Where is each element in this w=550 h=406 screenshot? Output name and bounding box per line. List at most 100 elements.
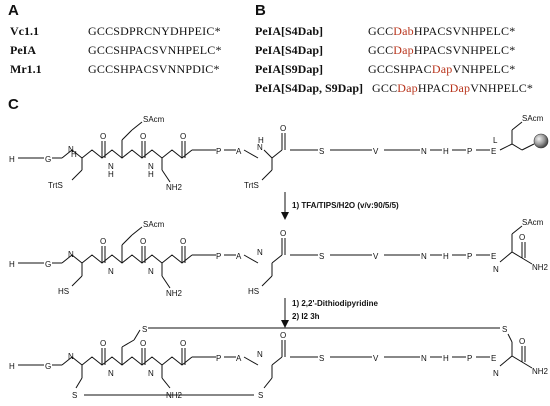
svg-text:NH2: NH2 <box>166 289 183 298</box>
sequence-segment: VNHPELC* <box>452 62 516 76</box>
svg-text:O: O <box>140 339 146 348</box>
structure-cyclized-labels: H G N O N O N O S S NH2 P A N O S S V N … <box>9 325 549 400</box>
svg-text:TrtS: TrtS <box>48 181 63 190</box>
svg-text:N: N <box>68 352 74 361</box>
seq-vc11: GCCSDPRCNYDHPEIC* <box>88 24 221 38</box>
svg-text:N: N <box>421 147 427 156</box>
svg-text:N: N <box>108 369 114 378</box>
seq-mr11: GCCSHPACSVNNPDIC* <box>88 62 220 76</box>
svg-text:H: H <box>9 362 15 371</box>
seq-name-s4dap: PeIA[S4Dap] <box>255 43 323 57</box>
svg-text:H: H <box>71 150 77 159</box>
svg-text:S: S <box>319 252 324 261</box>
seq-s9dap: GCCSHPACDapVNHPELC* <box>368 62 515 77</box>
sequence-segment: GCC <box>368 24 394 38</box>
svg-text:N: N <box>108 162 114 171</box>
svg-text:H: H <box>9 260 15 269</box>
seq-name-s4dab: PeIA[S4Dab] <box>255 24 323 38</box>
svg-text:O: O <box>100 237 106 246</box>
svg-text:P: P <box>467 147 472 156</box>
svg-text:G: G <box>45 155 51 164</box>
panel-b-label: B <box>255 2 266 19</box>
svg-text:O: O <box>180 132 186 141</box>
modified-residue: Dap <box>393 43 414 57</box>
svg-text:H: H <box>443 252 449 261</box>
svg-text:HS: HS <box>58 287 69 296</box>
sequence-segment: VNHPELC* <box>470 81 534 95</box>
modified-residue: Dab <box>393 24 414 38</box>
svg-text:N: N <box>257 143 263 152</box>
svg-text:P: P <box>216 147 221 156</box>
svg-text:N: N <box>257 248 263 257</box>
svg-text:E: E <box>491 252 496 261</box>
svg-text:NH2: NH2 <box>166 183 183 192</box>
svg-text:NH2: NH2 <box>166 391 183 400</box>
svg-text:N: N <box>148 369 154 378</box>
seq-name-s4dap-s9dap: PeIA[S4Dap, S9Dap] <box>255 81 364 95</box>
svg-text:L: L <box>493 136 498 145</box>
sequence-segment: GCC <box>368 43 394 57</box>
svg-text:N: N <box>421 252 427 261</box>
seq-name-mr11: Mr1.1 <box>10 62 42 76</box>
step2-conditions-b: 2) I2 3h <box>292 312 320 321</box>
svg-text:O: O <box>519 233 525 242</box>
seq-peia: GCCSHPACSVNHPELC* <box>88 43 222 57</box>
svg-text:A: A <box>236 252 242 261</box>
svg-text:N: N <box>68 250 74 259</box>
resin-bead-icon <box>533 133 549 149</box>
sequence-segment: GCCSHPAC <box>368 62 432 76</box>
step1-conditions: 1) TFA/TIPS/H2O (v/v:90/5/5) <box>292 201 399 210</box>
svg-text:S: S <box>72 391 77 400</box>
svg-text:O: O <box>519 337 525 346</box>
svg-text:G: G <box>45 260 51 269</box>
svg-text:V: V <box>373 147 379 156</box>
svg-text:V: V <box>373 354 379 363</box>
svg-text:N: N <box>108 267 114 276</box>
svg-text:S: S <box>502 325 507 334</box>
structure-intermediate-labels: H G N O N O N O SAcm HS NH2 P A N O HS S… <box>9 218 549 298</box>
seq-s4dab: GCCDabHPACSVNHPELC* <box>368 24 515 39</box>
svg-text:O: O <box>180 339 186 348</box>
svg-text:G: G <box>45 362 51 371</box>
svg-text:H: H <box>443 147 449 156</box>
svg-text:N: N <box>148 267 154 276</box>
svg-text:N: N <box>493 265 499 274</box>
sequence-segment: HPAC <box>417 81 450 95</box>
panel-a-label: A <box>8 2 19 19</box>
svg-text:P: P <box>467 252 472 261</box>
modified-residue: Dap <box>449 81 471 95</box>
svg-text:O: O <box>280 124 286 133</box>
seq-name-peia: PeIA <box>10 43 36 57</box>
svg-text:SAcm: SAcm <box>143 220 165 229</box>
svg-text:S: S <box>142 325 147 334</box>
svg-text:O: O <box>100 132 106 141</box>
sequence-segment: HPACSVNHPELC* <box>413 43 516 57</box>
svg-text:O: O <box>280 331 286 340</box>
svg-text:N: N <box>493 369 499 378</box>
structure-cyclized <box>18 327 533 396</box>
svg-text:TrtS: TrtS <box>244 181 259 190</box>
svg-text:N: N <box>257 350 263 359</box>
svg-text:O: O <box>280 229 286 238</box>
structure-protected-labels: H G N H O N H O N H O SAcm TrtS NH2 P A … <box>9 114 544 192</box>
svg-text:H: H <box>443 354 449 363</box>
modified-residue: Dap <box>431 62 453 76</box>
svg-text:HS: HS <box>248 287 259 296</box>
svg-text:H: H <box>9 155 15 164</box>
svg-text:A: A <box>236 354 242 363</box>
svg-text:O: O <box>180 237 186 246</box>
seq-s4dap: GCCDapHPACSVNHPELC* <box>368 43 515 58</box>
svg-text:H: H <box>258 136 264 145</box>
svg-text:N: N <box>68 145 74 154</box>
seq-s4dap-s9dap: GCCDapHPACDapVNHPELC* <box>372 81 533 96</box>
svg-text:NH2: NH2 <box>532 263 549 272</box>
svg-text:P: P <box>216 354 221 363</box>
seq-name-vc11: Vc1.1 <box>10 24 39 38</box>
svg-text:E: E <box>491 147 496 156</box>
structure-intermediate <box>18 225 533 289</box>
svg-text:SAcm: SAcm <box>522 218 544 227</box>
svg-text:SAcm: SAcm <box>522 114 544 123</box>
panel-c-label: C <box>8 96 19 113</box>
